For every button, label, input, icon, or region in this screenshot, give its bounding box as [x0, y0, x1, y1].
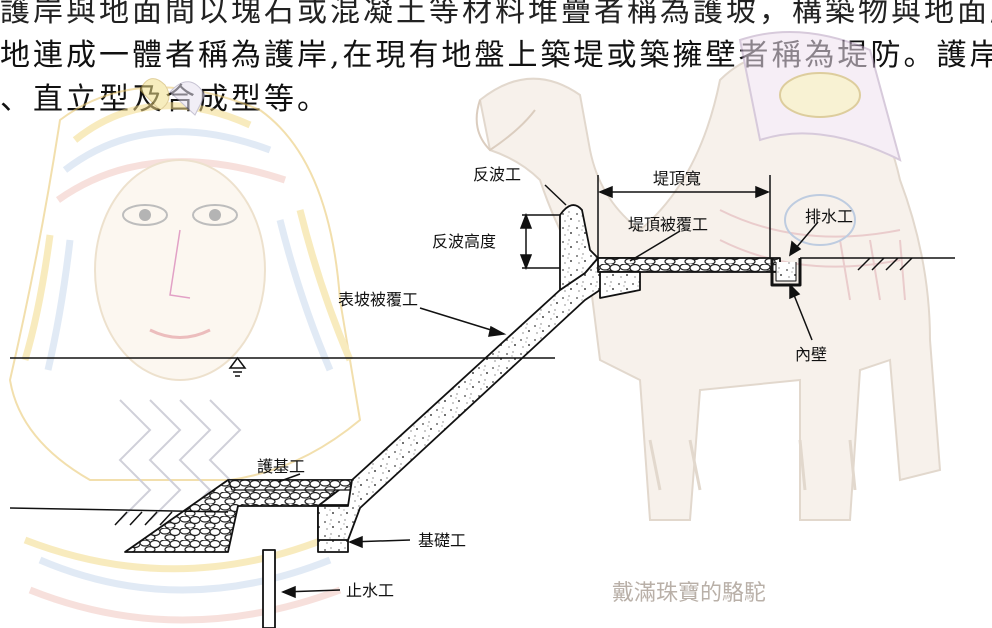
label-crest-width: 堤頂寬 [653, 169, 701, 188]
watermark-caption: 戴滿珠寶的駱駝 [612, 581, 766, 606]
label-cutoff: 止水工 [346, 581, 394, 600]
ground-and-water-lines [9, 257, 955, 526]
label-wave-return: 反波工 [473, 165, 521, 184]
pharaoh-illustration [8, 78, 362, 624]
camel-illustration [475, 31, 942, 521]
seawall-structure [124, 204, 802, 628]
label-foundation: 基礎工 [418, 531, 466, 550]
label-slope-cover: 表坡被覆工 [338, 290, 418, 309]
annotation-lines [277, 175, 819, 599]
crest-cover [597, 257, 781, 273]
water-level-symbol [228, 356, 247, 369]
wave-return-wall [559, 204, 599, 291]
cutoff-wall [262, 549, 276, 628]
drainage-channel [770, 258, 802, 287]
label-inner-wall: 內壁 [795, 345, 827, 364]
body-text-line-1: 護岸與地面間以塊石或混凝土等材料堆疊者稱為護坡，構築物與地面所 [0, 0, 992, 29]
label-wave-return-height: 反波高度 [432, 232, 496, 251]
label-drainage: 排水工 [805, 207, 853, 226]
label-toe-protection: 護基工 [257, 457, 305, 476]
diagram-labels: 反波工 堤頂寬 堤頂被覆工 排水工 反波高度 表坡被覆工 內壁 護基工 基礎工 … [257, 165, 853, 606]
seabed-line [9, 507, 229, 513]
label-crest-cover: 堤頂被覆工 [628, 215, 708, 234]
